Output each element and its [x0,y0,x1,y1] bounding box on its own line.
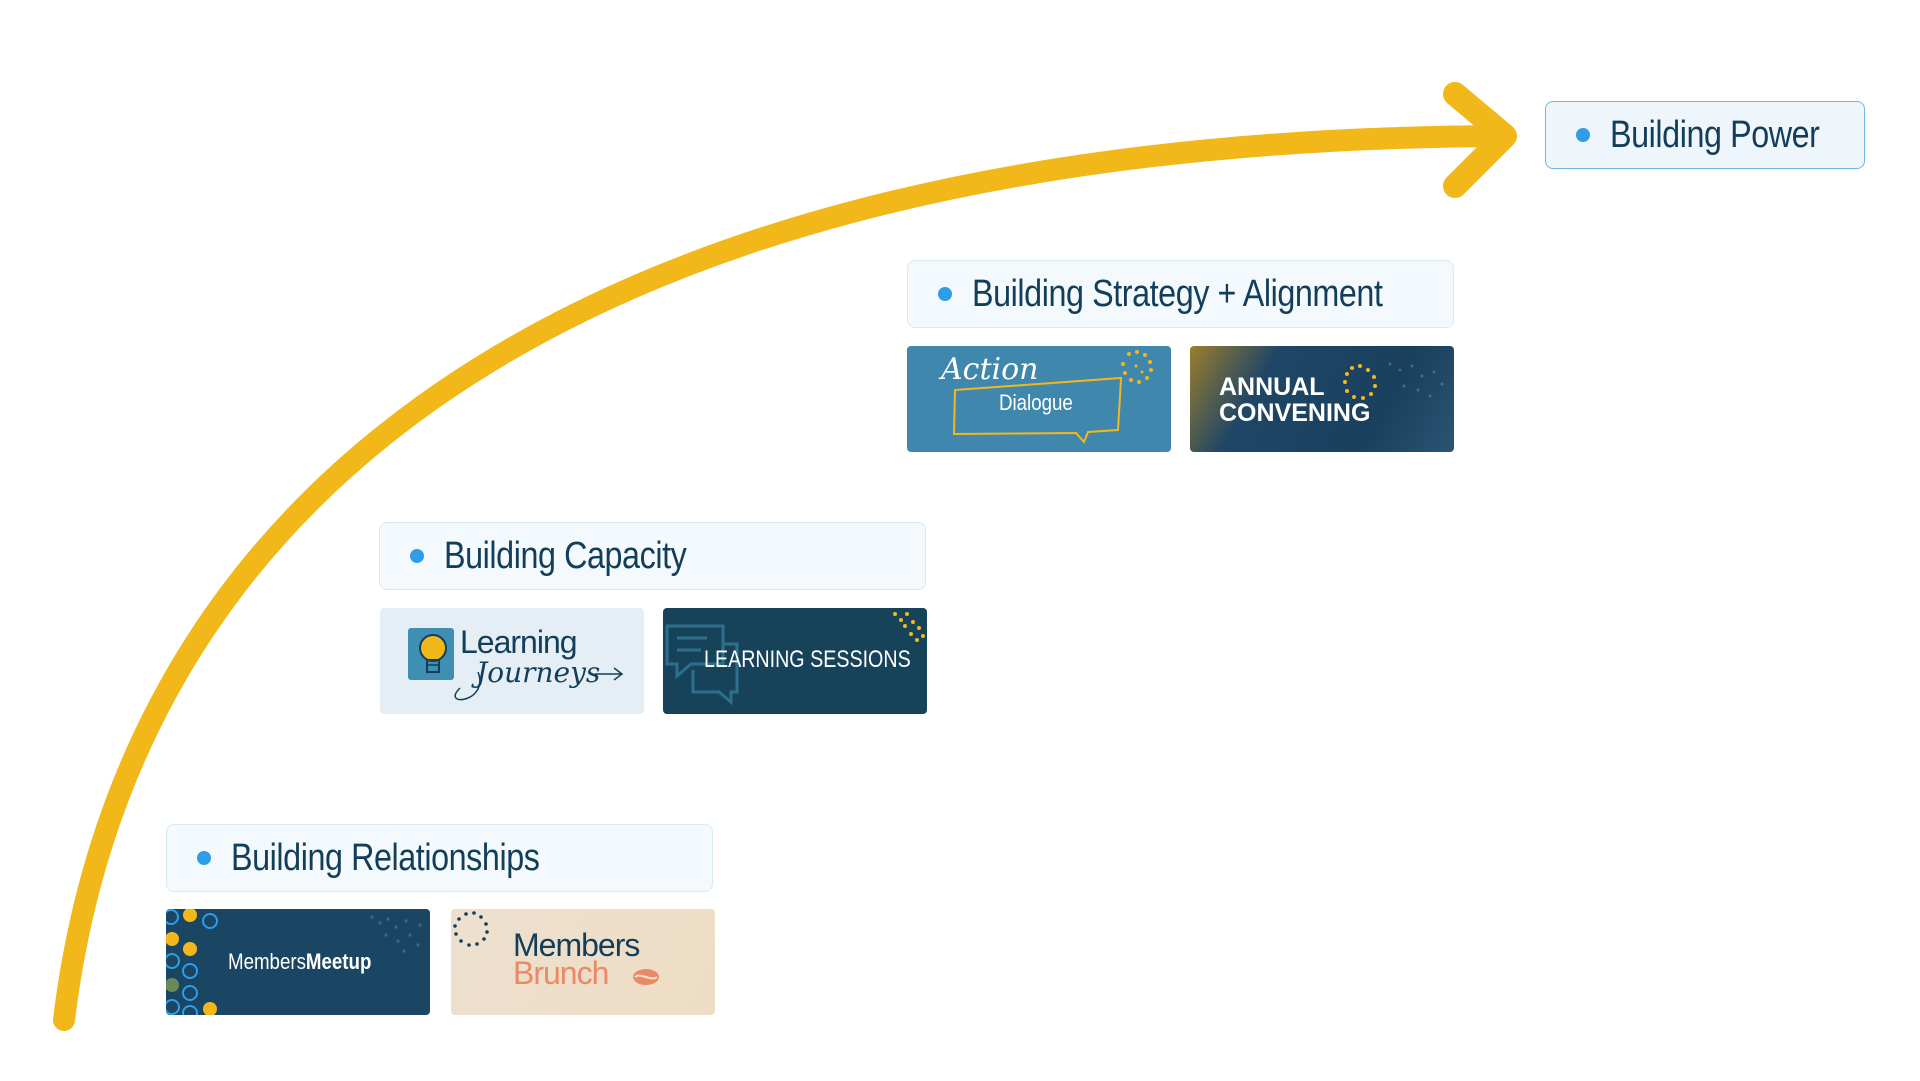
dotted-ring-icon [453,911,659,985]
stage-building-strategy-alignment: Building Strategy + Alignment [907,260,1454,328]
stage-label: Building Relationships [231,836,540,879]
people-icons [166,909,422,1015]
program-title: MembersMeetup [228,949,371,975]
bullet-dot-icon [1576,128,1590,142]
program-title-light: Members [228,949,306,974]
stage-label: Building Capacity [444,534,687,577]
bullet-dot-icon [410,549,424,563]
bullet-dot-icon [197,851,211,865]
program-title: Learning [460,624,578,660]
program-title-line1: Members [513,927,640,963]
stage-label: Building Strategy + Alignment [972,272,1383,315]
chat-bubbles-icon [665,612,925,706]
dots-decoration-icon [893,612,925,642]
lightbulb-icon [408,628,624,701]
program-card-members-meetup[interactable]: MembersMeetup [166,909,430,1015]
arrow-head-icon [1443,82,1517,198]
dotted-ring-icon [1343,362,1444,400]
arrow-curve [53,125,1516,1031]
program-title-script: Action [941,352,1039,387]
program-title-line2: Brunch [513,955,609,991]
program-title-bold: Meetup [305,949,372,974]
program-card-members-brunch[interactable]: Members Brunch [451,909,715,1015]
program-title: Dialogue [999,390,1073,415]
program-card-annual-convening[interactable]: ANNUAL CONVENING [1190,346,1454,452]
program-card-action-dialogue[interactable]: Action Dialogue [907,346,1171,452]
speech-bubble-icon [952,350,1153,444]
program-title: LEARNING SESSIONS [704,646,911,673]
program-title-script: Journeys [476,656,601,689]
program-title-line2: CONVENING [1219,399,1371,427]
stage-building-capacity: Building Capacity [379,522,926,590]
stage-label: Building Power [1610,113,1820,156]
program-card-learning-journeys[interactable]: Learning Journeys [380,608,644,714]
stage-building-power: Building Power [1545,101,1865,169]
program-card-learning-sessions[interactable]: LEARNING SESSIONS [663,608,927,714]
program-title-line1: ANNUAL [1219,373,1325,401]
stage-building-relationships: Building Relationships [166,824,713,892]
bullet-dot-icon [938,287,952,301]
